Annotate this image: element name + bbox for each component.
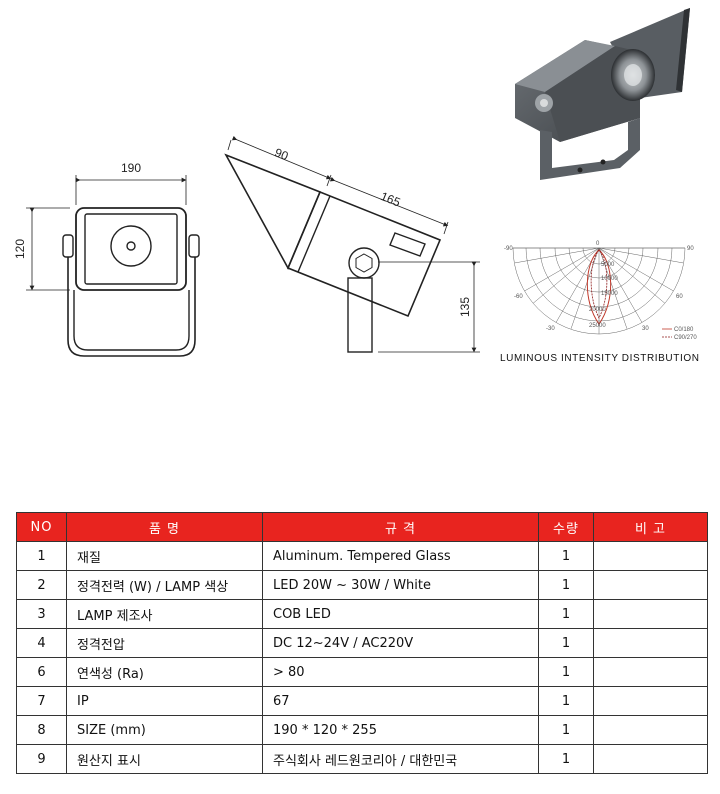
product-photo [515,8,690,180]
table-row: 4 정격전압 DC 12~24V / AC220V 1 [16,628,708,658]
table-row: 3 LAMP 제조사 COB LED 1 [16,599,708,629]
table-row: 7 IP 67 1 [16,686,708,716]
row-item: 정격전압 [66,628,263,658]
angle-label: -90 [504,246,513,252]
row-note [593,541,708,571]
row-spec: DC 12~24V / AC220V [262,628,539,658]
row-item: IP [66,686,263,716]
header-qty: 수량 [538,512,594,542]
row-qty: 1 [538,599,594,629]
row-no: 1 [16,541,67,571]
table-row: 9 원산지 표시 주식회사 레드원코리아 / 대한민국 1 [16,744,708,774]
row-item: SIZE (mm) [66,715,263,745]
row-spec: COB LED [262,599,539,629]
row-spec: 190 * 120 * 255 [262,715,539,745]
angle-label: 30 [642,326,649,332]
row-qty: 1 [538,570,594,600]
table-row: 1 재질 Aluminum. Tempered Glass 1 [16,541,708,571]
row-spec: > 80 [262,657,539,687]
table-row: 8 SIZE (mm) 190 * 120 * 255 1 [16,715,708,745]
angle-label: 0 [596,241,600,247]
spec-table: NO 품 명 규 격 수량 비 고 1 재질 Aluminum. Tempere… [16,512,708,774]
row-item: 연색성 (Ra) [66,657,263,687]
ring-label: 15000 [601,291,618,297]
row-no: 3 [16,599,67,629]
row-note [593,628,708,658]
table-row: 6 연색성 (Ra) > 80 1 [16,657,708,687]
angle-label: 90 [687,246,694,252]
technical-drawing: 190 120 90 165 135 [13,8,697,357]
angle-label: -30 [546,326,555,332]
row-spec: LED 20W ~ 30W / White [262,570,539,600]
row-item: 원산지 표시 [66,744,263,774]
header-note: 비 고 [593,512,708,542]
row-spec: 67 [262,686,539,716]
row-qty: 1 [538,686,594,716]
ring-label: 10000 [601,276,618,282]
luminous-intensity-chart [512,247,686,338]
row-no: 8 [16,715,67,745]
side-view-drawing [224,135,480,353]
row-spec: Aluminum. Tempered Glass [262,541,539,571]
legend-label: C0/180 [674,327,694,333]
row-note [593,599,708,629]
chart-caption: LUMINOUS INTENSITY DISTRIBUTION [500,353,700,364]
row-no: 7 [16,686,67,716]
header-no: NO [16,512,67,542]
row-note [593,570,708,600]
table-row: 2 정격전력 (W) / LAMP 색상 LED 20W ~ 30W / Whi… [16,570,708,600]
side-mount-height-label: 135 [458,297,472,317]
row-qty: 1 [538,744,594,774]
side-depth-label: 90 [273,145,291,163]
row-item: 재질 [66,541,263,571]
row-no: 4 [16,628,67,658]
row-note [593,715,708,745]
row-spec: 주식회사 레드원코리아 / 대한민국 [262,744,539,774]
polar-chart-labels: -90 0 90 -60 60 -30 30 5000 10000 15000 … [504,241,697,341]
row-no: 9 [16,744,67,774]
row-no: 6 [16,657,67,687]
row-qty: 1 [538,715,594,745]
row-item: LAMP 제조사 [66,599,263,629]
ring-label: 20000 [589,307,606,313]
row-qty: 1 [538,628,594,658]
table-header-row: NO 품 명 규 격 수량 비 고 [16,512,708,542]
row-note [593,744,708,774]
front-height-label: 120 [13,239,27,259]
angle-label: 60 [676,294,683,300]
row-note [593,657,708,687]
row-no: 2 [16,570,67,600]
front-width-label: 190 [121,161,141,175]
row-note [593,686,708,716]
ring-label: 25000 [589,323,606,329]
ring-label: 5000 [601,262,615,268]
header-spec: 규 격 [262,512,539,542]
header-item: 품 명 [66,512,263,542]
front-view-drawing [26,175,200,357]
legend-label: C90/270 [674,335,697,341]
row-qty: 1 [538,657,594,687]
angle-label: -60 [514,294,523,300]
row-qty: 1 [538,541,594,571]
row-item: 정격전력 (W) / LAMP 색상 [66,570,263,600]
